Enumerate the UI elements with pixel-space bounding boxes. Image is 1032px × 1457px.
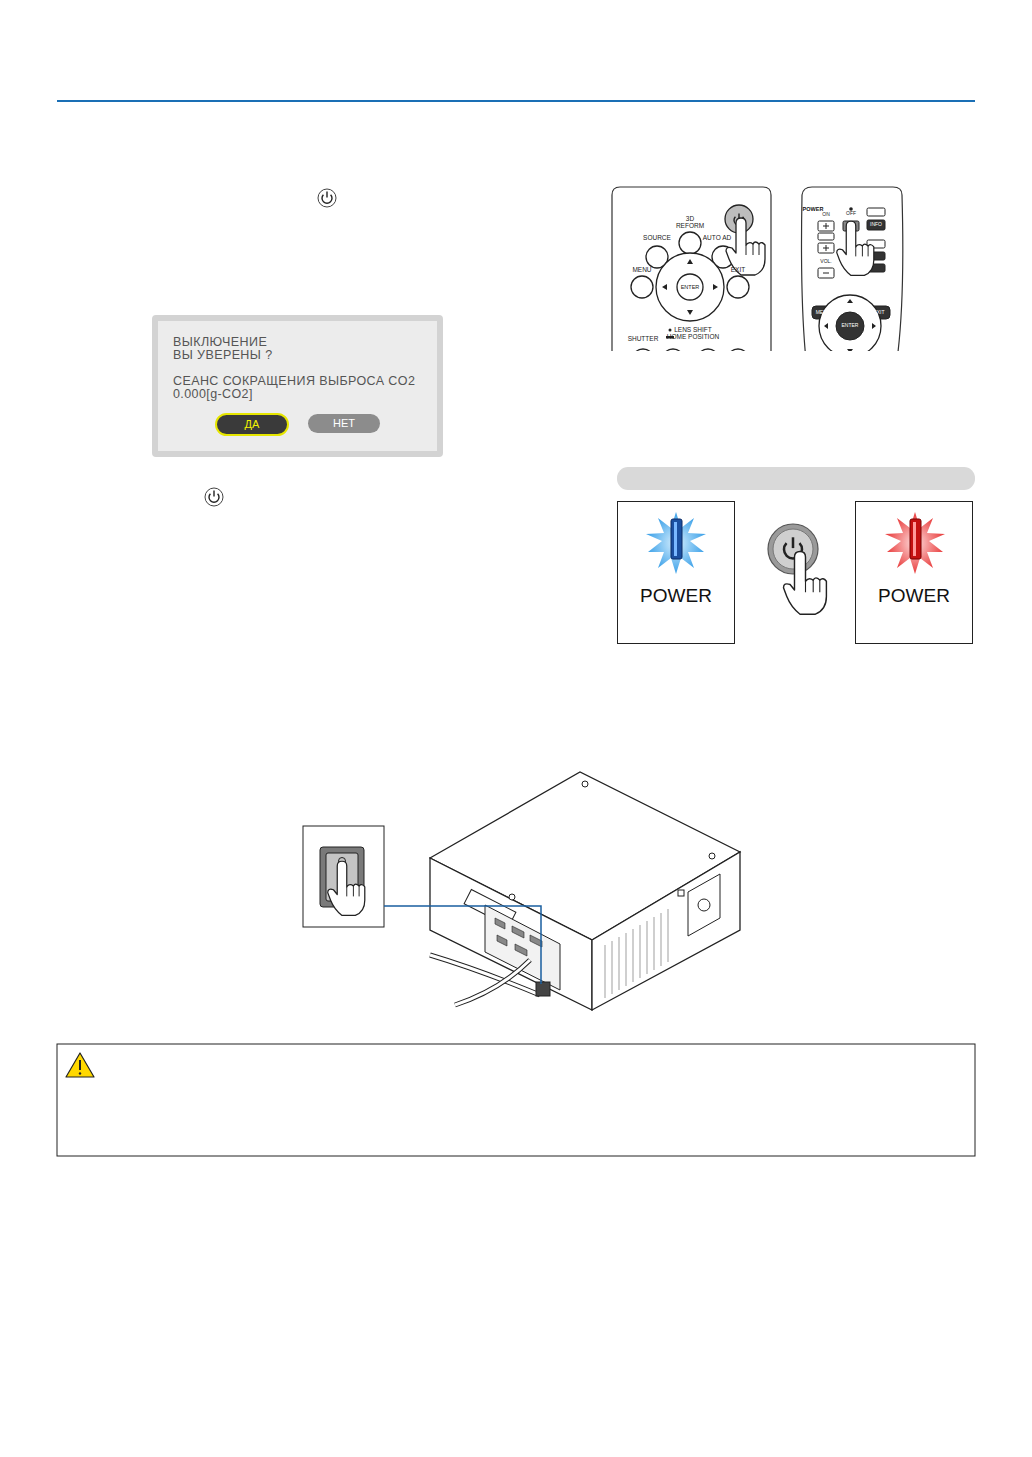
control-label: INFO bbox=[870, 222, 882, 228]
control-label: HOME POSITION bbox=[667, 333, 719, 340]
control-label: ENTER bbox=[842, 323, 859, 329]
node-text: 0.000[g-CO2] bbox=[173, 387, 253, 401]
control-label: SOURCE bbox=[643, 234, 671, 241]
control-label: 3D REFORM bbox=[674, 215, 706, 229]
node-text: ДА bbox=[245, 418, 260, 431]
node-text: НЕТ bbox=[333, 417, 355, 430]
control-label: MENU bbox=[632, 266, 651, 273]
control-label: ENTER bbox=[681, 284, 700, 290]
dialog-box: ВЫКЛЮЧЕНИЕВЫ УВЕРЕНЫ ? СЕАНС СОКРАЩЕНИЯ В… bbox=[152, 315, 443, 457]
control-label: EXIT bbox=[873, 310, 884, 316]
control-label: LENS SHIFT bbox=[674, 326, 712, 333]
control-label: OFF bbox=[846, 211, 856, 217]
control-label: EXIT bbox=[731, 266, 745, 273]
node-text: ВЫКЛЮЧЕНИЕ bbox=[173, 335, 267, 349]
control-label: POWER bbox=[803, 206, 824, 212]
indicator-panel: POWER bbox=[617, 501, 735, 644]
yes-button: ДА bbox=[215, 413, 289, 436]
node-text: СЕАНС СОКРАЩЕНИЯ ВЫБРОСА CO2 bbox=[173, 374, 415, 388]
node-text: ВЫ УВЕРЕНЫ ? bbox=[173, 348, 272, 362]
control-label: AUTO AD bbox=[703, 234, 731, 241]
control-label: ON bbox=[822, 212, 830, 218]
control-label: SHUTTER bbox=[628, 335, 659, 342]
node-text: POWER bbox=[640, 585, 712, 607]
indicator-panel: POWER bbox=[855, 501, 973, 644]
control-label: MENU bbox=[816, 310, 831, 316]
node-text: POWER bbox=[878, 585, 950, 607]
no-button: НЕТ bbox=[308, 414, 380, 433]
control-label: VOL. bbox=[820, 259, 831, 265]
